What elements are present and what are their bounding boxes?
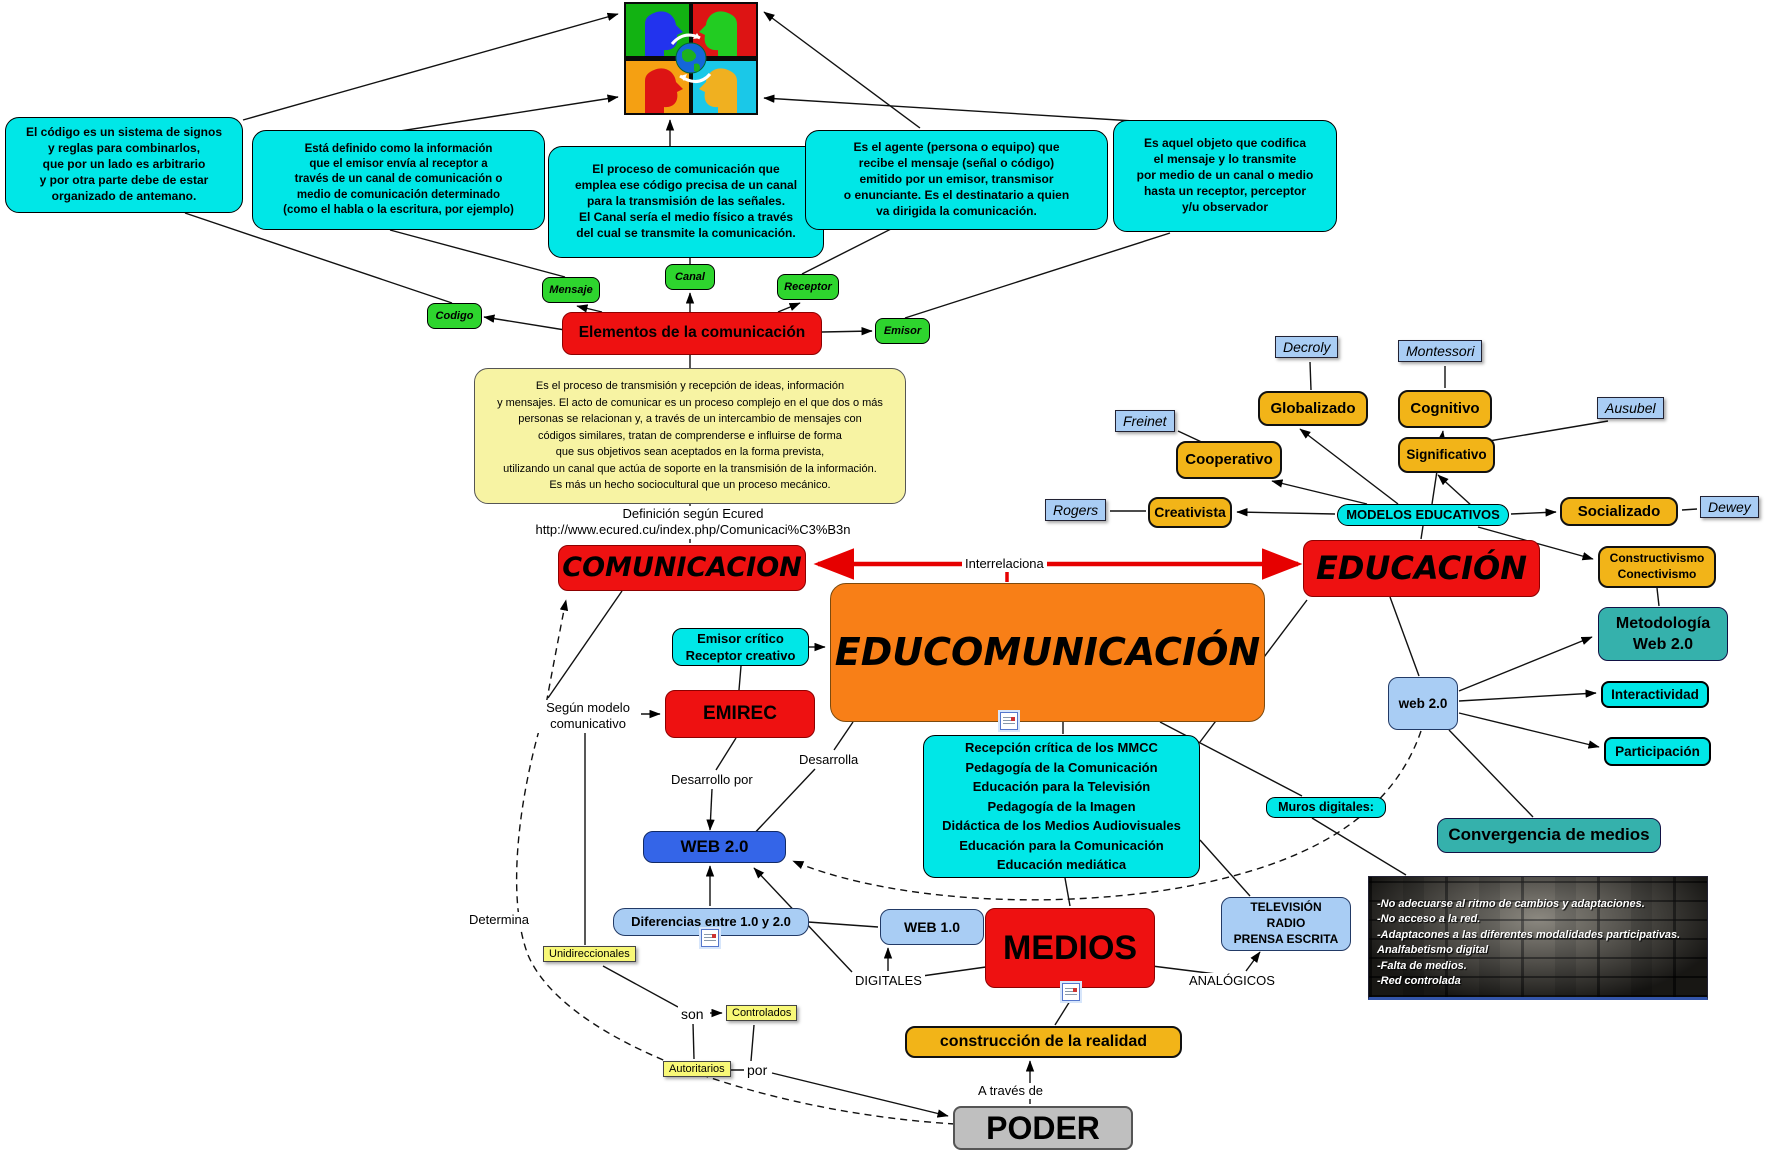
node-ambitos-educomunicacion[interactable]: Recepción crítica de los MMCC Pedagogía …: [923, 735, 1200, 878]
label-son[interactable]: son: [678, 1006, 707, 1024]
node-ausubel[interactable]: Ausubel: [1597, 397, 1664, 419]
node-freinet[interactable]: Freinet: [1115, 410, 1175, 432]
label-a-traves-de[interactable]: A través de: [975, 1083, 1047, 1100]
node-globalizado[interactable]: Globalizado: [1258, 391, 1368, 426]
node-definicion-receptor[interactable]: Es el agente (persona o equipo) que reci…: [805, 130, 1108, 230]
node-mensaje[interactable]: Mensaje: [542, 277, 600, 303]
node-unidireccionales[interactable]: Unidireccionales: [543, 946, 636, 962]
node-emisor-critico[interactable]: Emisor crítico Receptor creativo: [672, 628, 809, 666]
node-television-radio-prensa[interactable]: TELEVISIÓN RADIO PRENSA ESCRITA: [1221, 897, 1351, 951]
node-emirec[interactable]: EMIREC: [665, 690, 815, 738]
node-definicion-codigo[interactable]: El código es un sistema de signos y regl…: [5, 117, 243, 213]
brick-wall-image[interactable]: -No adecuarse al ritmo de cambios y adap…: [1368, 876, 1708, 1000]
label-determina[interactable]: Determina: [466, 912, 532, 929]
interrelaciona-arrow: [813, 548, 1303, 582]
node-interactividad[interactable]: Interactividad: [1601, 681, 1709, 708]
node-cooperativo[interactable]: Cooperativo: [1176, 441, 1282, 479]
label-desarrolla[interactable]: Desarrolla: [796, 752, 862, 769]
node-convergencia-medios[interactable]: Convergencia de medios: [1437, 818, 1661, 853]
node-decroly[interactable]: Decroly: [1275, 336, 1339, 358]
label-desarrollo-por[interactable]: Desarrollo por: [668, 772, 756, 789]
node-medios[interactable]: MEDIOS: [985, 908, 1155, 988]
node-codigo[interactable]: Codigo: [427, 303, 482, 329]
label-fuente-ecured[interactable]: Definición según Ecured http://www.ecure…: [450, 506, 936, 539]
node-web20-small[interactable]: web 2.0: [1388, 677, 1458, 730]
node-significativo[interactable]: Significativo: [1398, 437, 1495, 473]
label-por[interactable]: por: [744, 1062, 771, 1080]
node-poder[interactable]: PODER: [953, 1106, 1133, 1150]
node-web10[interactable]: WEB 1.0: [880, 909, 984, 945]
node-definicion-comunicacion[interactable]: Es el proceso de transmisión y recepción…: [474, 368, 906, 504]
node-web20[interactable]: WEB 2.0: [643, 831, 786, 863]
resource-icon[interactable]: [1062, 983, 1080, 1001]
resource-icon[interactable]: [1000, 712, 1018, 730]
node-controlados[interactable]: Controlados: [726, 1005, 798, 1021]
resource-icon[interactable]: [701, 929, 719, 947]
node-comunicacion[interactable]: COMUNICACION: [558, 545, 806, 591]
node-educomunicacion[interactable]: EDUCOMUNICACIÓN: [830, 583, 1265, 722]
node-emisor[interactable]: Emisor: [875, 318, 930, 344]
node-elementos-comunicacion[interactable]: Elementos de la comunicación: [562, 312, 822, 355]
node-canal[interactable]: Canal: [665, 264, 715, 290]
node-dewey[interactable]: Dewey: [1700, 496, 1759, 518]
node-rogers[interactable]: Rogers: [1045, 499, 1107, 521]
node-definicion-canal[interactable]: El proceso de comunicación que emplea es…: [548, 146, 824, 258]
node-cognitivo[interactable]: Cognitivo: [1398, 390, 1492, 428]
node-educacion[interactable]: EDUCACIÓN: [1303, 540, 1540, 597]
node-definicion-emisor[interactable]: Es aquel objeto que codifica el mensaje …: [1113, 120, 1337, 232]
node-socializado[interactable]: Socializado: [1560, 497, 1678, 526]
communication-faces-image[interactable]: [624, 2, 758, 115]
muro-drawbacks-text: -No adecuarse al ritmo de cambios y adap…: [1377, 898, 1681, 987]
node-construccion-realidad[interactable]: construcción de la realidad: [905, 1026, 1182, 1058]
node-modelos-educativos[interactable]: MODELOS EDUCATIVOS: [1337, 504, 1509, 526]
label-analogicos[interactable]: ANALÓGICOS: [1186, 973, 1278, 990]
label-digitales[interactable]: DIGITALES: [852, 973, 925, 990]
node-receptor[interactable]: Receptor: [777, 274, 839, 300]
node-constructivismo-conectivismo[interactable]: Constructivismo Conectivismo: [1598, 546, 1716, 588]
node-muros-digitales[interactable]: Muros digitales:: [1266, 797, 1386, 818]
node-autoritarios[interactable]: Autoritarios: [663, 1061, 731, 1077]
node-creativista[interactable]: Creativista: [1148, 497, 1232, 528]
label-interrelaciona[interactable]: Interrelaciona: [962, 556, 1047, 573]
node-metodologia-web20[interactable]: Metodología Web 2.0: [1598, 607, 1728, 661]
node-montessori[interactable]: Montessori: [1398, 340, 1483, 362]
node-participacion[interactable]: Participación: [1604, 737, 1711, 766]
label-segun-modelo[interactable]: Según modelo comunicativo: [535, 700, 641, 733]
node-definicion-mensaje[interactable]: Está definido como la información que el…: [252, 130, 545, 230]
